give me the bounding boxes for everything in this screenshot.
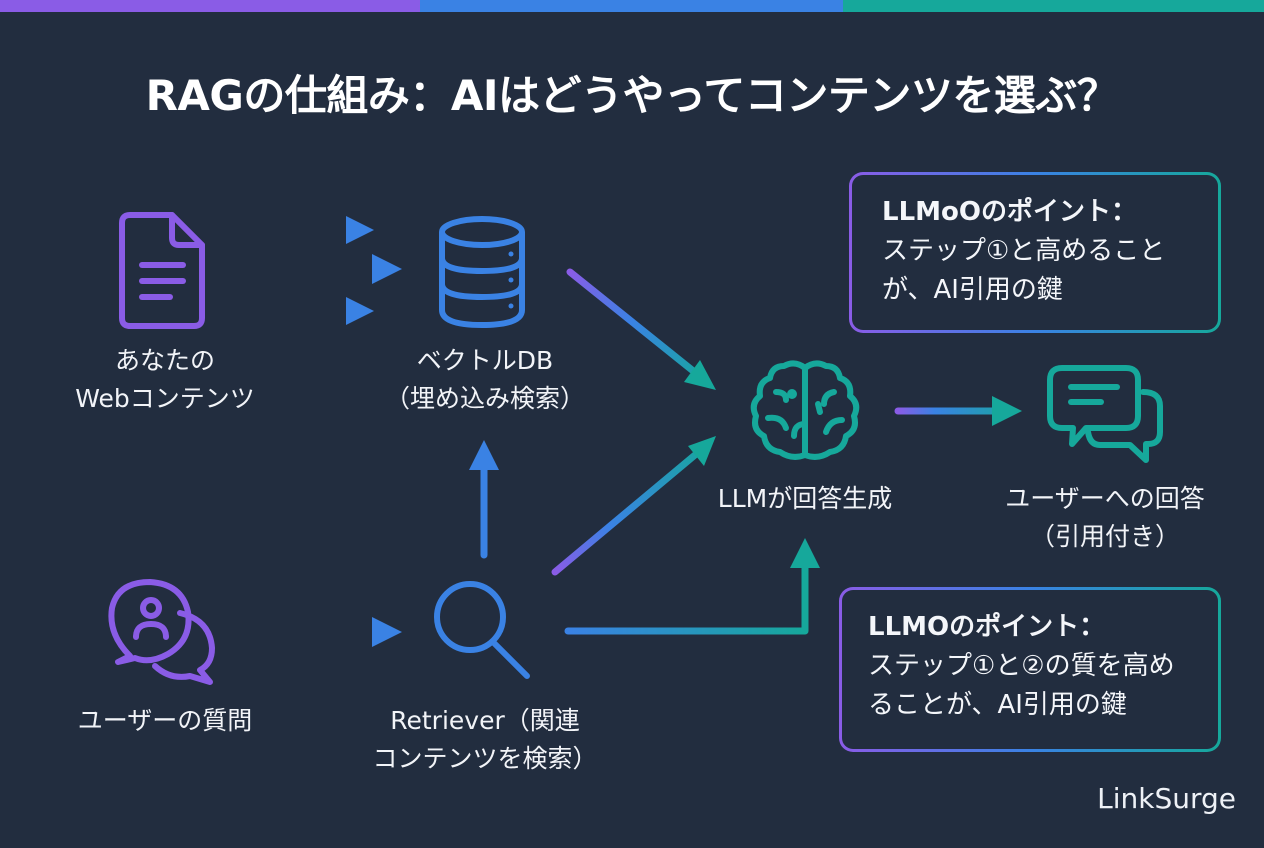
retriever-label-line2: コンテンツを検索） bbox=[372, 744, 598, 773]
callout-top: LLMoOのポイント： ステップ①と高めること が、AI引用の鍵 bbox=[849, 172, 1221, 333]
callout-bottom-title: LLMOのポイント： bbox=[868, 612, 1106, 642]
callout-top-title: LLMoOのポイント： bbox=[882, 197, 1137, 227]
page-title: RAGの仕組み：AIはどうやってコンテンツを選ぶ？ bbox=[145, 71, 1119, 120]
arrow-llm-to-answer bbox=[894, 396, 1022, 426]
accent-bar-purple bbox=[0, 0, 420, 12]
callout-bottom-line2: ることが、AI引用の鍵 bbox=[868, 690, 1127, 720]
callout-top-line1: ステップ①と高めること bbox=[882, 236, 1166, 266]
web-content-label-line2: Webコンテンツ bbox=[75, 384, 255, 413]
node-retriever: Retriever（関連 コンテンツを検索） bbox=[350, 702, 620, 778]
node-vector-db: ベクトルDB （埋め込み検索） bbox=[360, 342, 610, 418]
web-content-label-line1: あなたの bbox=[114, 346, 215, 375]
chat-bubbles-icon bbox=[1047, 365, 1163, 463]
answer-label-line1: ユーザーへの回答 bbox=[1005, 484, 1205, 513]
arrow-retriever-to-llm bbox=[551, 436, 716, 576]
document-icon bbox=[119, 212, 205, 329]
arrow-vectordb-to-llm bbox=[566, 268, 716, 390]
vector-db-label-line1: ベクトルDB bbox=[416, 346, 554, 375]
arrow-web-to-vectordb bbox=[243, 216, 402, 325]
callout-bottom: LLMOのポイント： ステップ①と②の質を高め ることが、AI引用の鍵 bbox=[839, 587, 1221, 752]
vector-db-label-line2: （埋め込み検索） bbox=[384, 384, 585, 413]
arrow-question-to-retriever bbox=[249, 617, 402, 647]
node-answer: ユーザーへの回答 （引用付き） bbox=[970, 480, 1240, 556]
accent-bar bbox=[0, 0, 1264, 12]
brand-logo: LinkSurge bbox=[1097, 782, 1236, 815]
node-user-question: ユーザーの質問 bbox=[40, 702, 290, 740]
user-question-label: ユーザーの質問 bbox=[77, 706, 253, 735]
callout-bottom-line1: ステップ①と②の質を高め bbox=[868, 651, 1175, 681]
brain-icon bbox=[750, 360, 860, 460]
llm-label: LLMが回答生成 bbox=[717, 484, 893, 513]
search-icon bbox=[434, 581, 530, 679]
database-icon bbox=[439, 216, 525, 329]
callout-top-line2: が、AI引用の鍵 bbox=[882, 275, 1063, 305]
arrow-retriever-to-llm-elbow bbox=[564, 538, 820, 635]
answer-label-line2: （引用付き） bbox=[1029, 522, 1180, 551]
retriever-label-line1: Retriever（関連 bbox=[390, 706, 580, 735]
accent-bar-blue bbox=[420, 0, 843, 12]
accent-bar-teal bbox=[843, 0, 1264, 12]
node-web-content: あなたの Webコンテンツ bbox=[40, 342, 290, 418]
node-llm: LLMが回答生成 bbox=[680, 480, 930, 518]
user-chat-icon bbox=[108, 579, 215, 685]
arrow-retriever-to-vectordb bbox=[469, 440, 499, 559]
